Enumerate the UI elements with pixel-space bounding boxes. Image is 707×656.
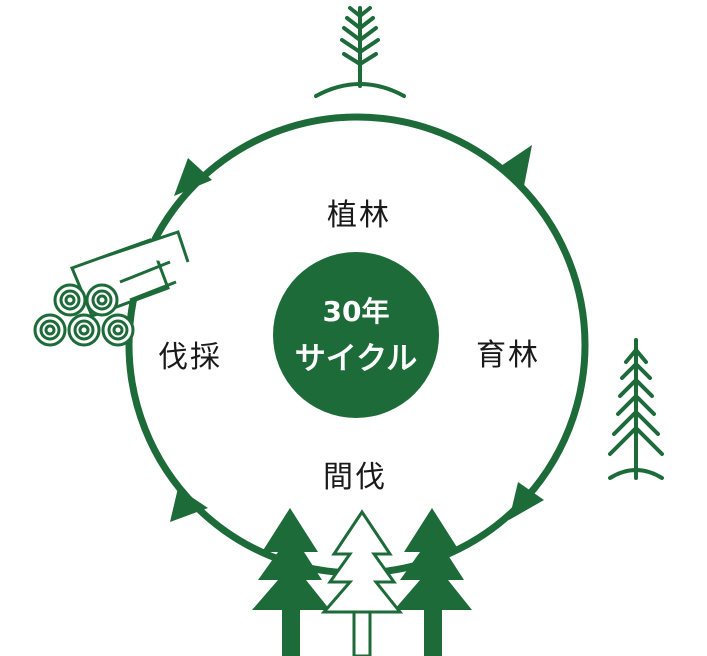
left-tree xyxy=(252,508,330,656)
arrow-bottom-left xyxy=(170,488,208,522)
arrow-top-right xyxy=(498,145,532,186)
stage-label-harvesting: 伐採 xyxy=(158,340,222,375)
middle-tree xyxy=(320,509,404,656)
sapling-icon xyxy=(314,6,406,98)
stage-label-nurturing: 育林 xyxy=(476,338,540,373)
stage-label-thinning: 間伐 xyxy=(323,460,387,495)
center-title-cycle: サイクル xyxy=(294,341,418,377)
young-tree-icon xyxy=(608,338,664,480)
arrow-bottom-right xyxy=(509,482,544,520)
forest-trees-icon xyxy=(252,508,472,656)
arrow-top-left xyxy=(174,158,212,196)
center-disk xyxy=(273,252,439,418)
stage-label-planting: 植林 xyxy=(327,198,391,233)
center-title-years: 30年 xyxy=(322,295,390,328)
logs-icon xyxy=(33,230,190,347)
right-tree xyxy=(394,508,472,656)
